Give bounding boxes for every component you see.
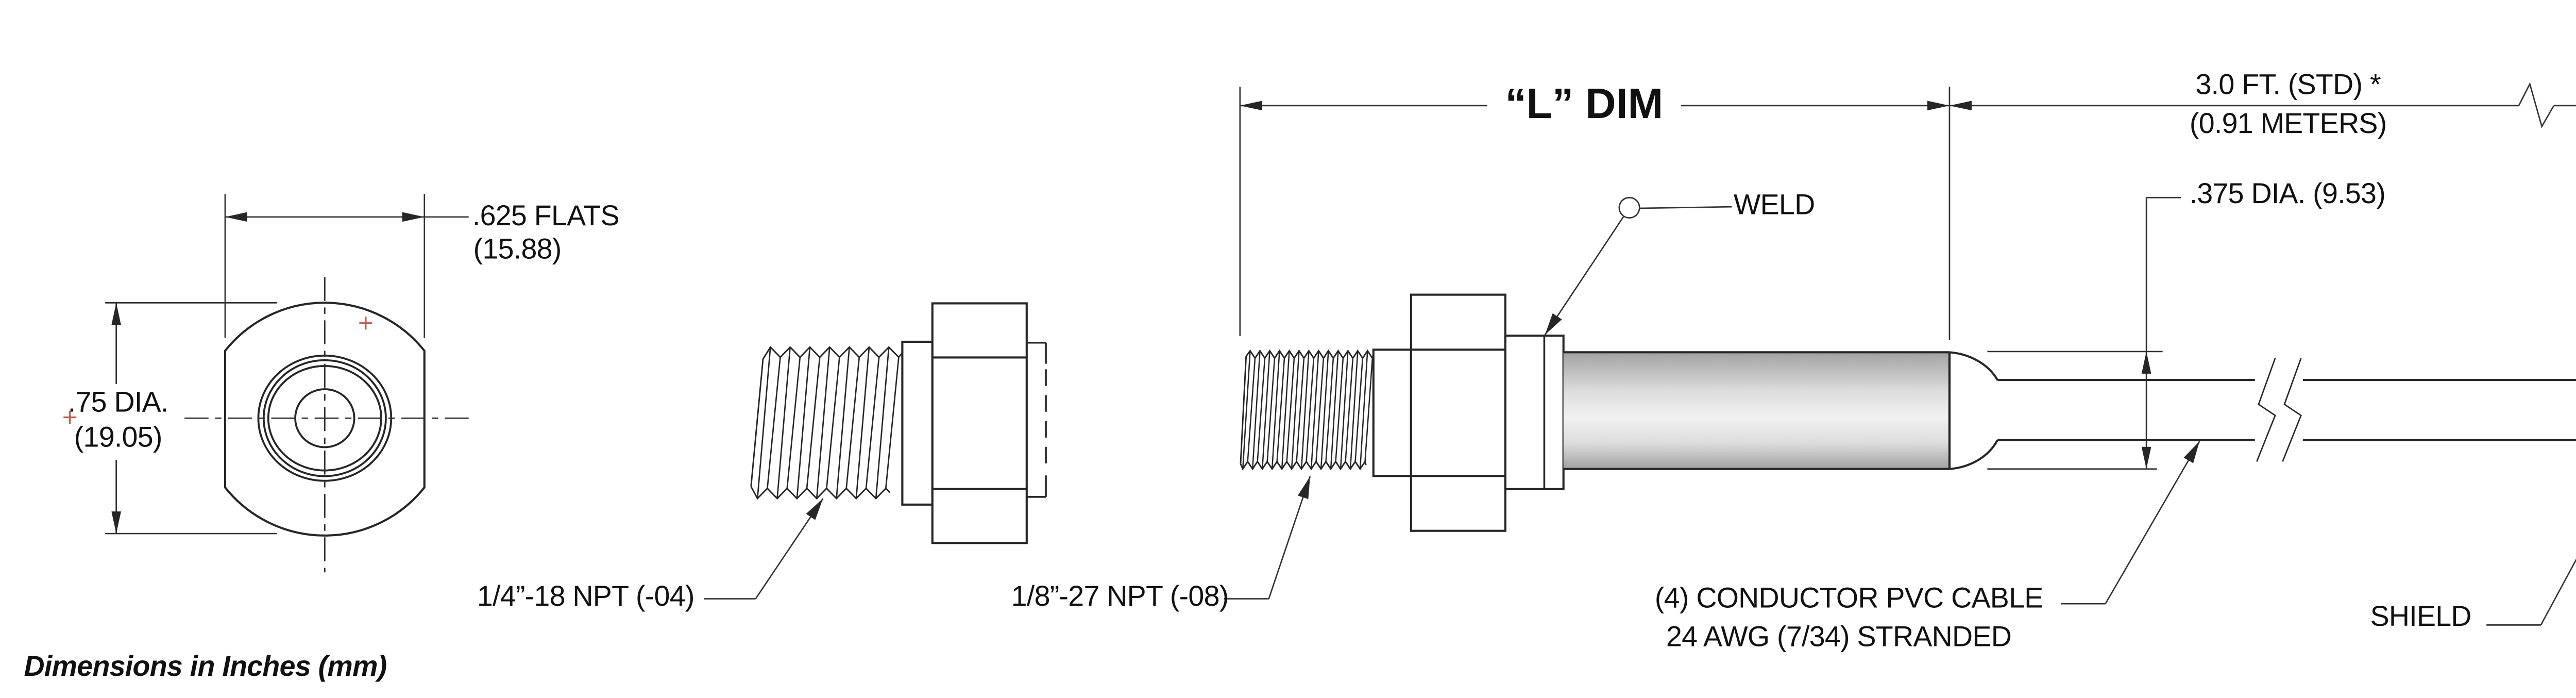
cable-length-label: 3.0 FT. (STD) *: [2195, 70, 2381, 102]
probe-nose: [1949, 351, 1998, 470]
centerlines: [184, 277, 469, 573]
dia-dim-label: .75 DIA.: [67, 388, 169, 420]
quarter-thread-relief: [901, 340, 934, 506]
probe-dia-label: .375 DIA. (9.53): [2189, 178, 2386, 210]
cable-spec-line2: 24 AWG (7/34) STRANDED: [1666, 622, 2012, 654]
l-dimension: [1239, 87, 1951, 340]
probe-body: [1563, 351, 1998, 470]
flats-dimension: [224, 194, 469, 338]
quarter-npt-label: 1/4”-18 NPT (-04): [477, 580, 695, 612]
sensor-assembly: [1224, 82, 2576, 626]
probe-dia-dimension: [1987, 196, 2181, 470]
dim-break-symbol: [2518, 82, 2555, 128]
front-view: [63, 194, 469, 573]
weld-balloon: [1618, 196, 1640, 219]
dimensions-note: Dimensions in Inches (mm): [24, 652, 387, 684]
hex-outline: [224, 302, 426, 537]
registration-marks: [63, 317, 372, 424]
quarter-hex: [931, 302, 1028, 544]
cable: [1997, 358, 2576, 462]
weld-callout: [1544, 196, 1732, 336]
cable-break-symbol: [2256, 358, 2302, 462]
flats-dim-label: .625 FLATS: [472, 201, 620, 233]
quarter-leader: [704, 498, 824, 600]
shield-label: SHIELD: [2370, 602, 2472, 634]
cable-spec-leader: [2061, 441, 2200, 605]
eighth-leader: [1224, 476, 1311, 600]
quarter-npt-fitting: [704, 302, 1047, 600]
cable-length-metric-label: (0.91 METERS): [2189, 108, 2387, 140]
dia-dimension: [105, 302, 277, 535]
eighth-npt-label: 1/8”-27 NPT (-08): [1011, 580, 1229, 612]
quarter-threads: [750, 346, 904, 500]
l-dim-label: “L” DIM: [1505, 78, 1664, 127]
assembly-hex: [1410, 293, 1506, 532]
weld-collar: [1504, 335, 1565, 490]
eighth-threads: [1240, 349, 1375, 471]
dia-dim-mm-label: (19.05): [74, 423, 163, 455]
shield-leader: [2486, 558, 2576, 626]
cable-length-dimension: [1949, 82, 2576, 128]
cable-spec-line1: (4) CONDUCTOR PVC CABLE: [1654, 583, 2043, 615]
weld-label: WELD: [1733, 190, 1815, 222]
quarter-back-body: [1026, 341, 1047, 498]
flats-dim-mm-label: (15.88): [473, 234, 562, 265]
eighth-thread-relief: [1372, 348, 1412, 477]
